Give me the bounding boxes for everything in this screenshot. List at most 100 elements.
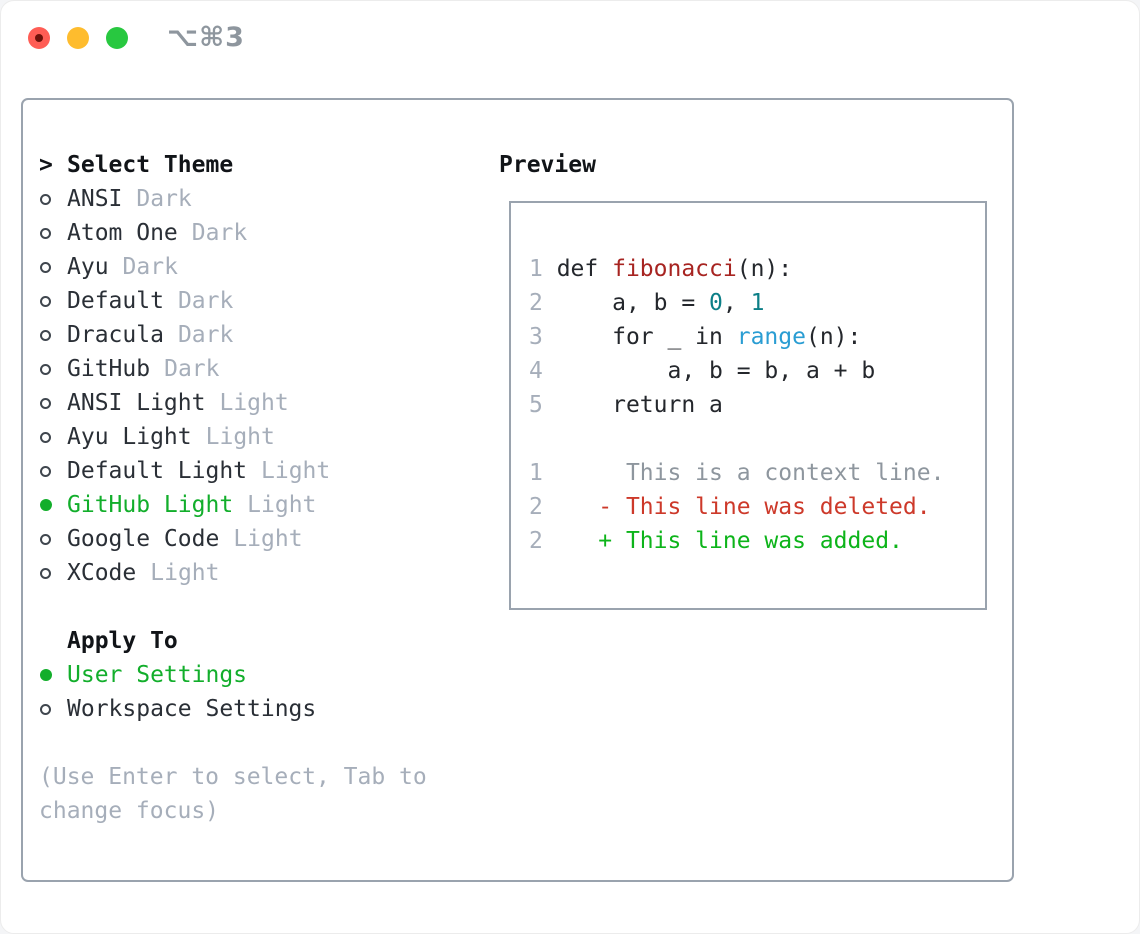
- zoom-button[interactable]: [106, 27, 128, 49]
- radio-unselected-icon: [40, 431, 51, 443]
- diff-line: 2 - This line was deleted.: [529, 490, 985, 524]
- apply-option-label: User Settings: [67, 662, 248, 688]
- radio-unselected-icon: [40, 295, 51, 307]
- theme-name: Default Light: [67, 458, 248, 484]
- theme-variant-tag: Dark: [136, 186, 192, 212]
- window-title: ⌥⌘3: [167, 22, 245, 53]
- theme-variant-tag: Dark: [177, 322, 234, 348]
- theme-variant-tag: Light: [219, 390, 289, 416]
- code-line: 3 for _ in range(n):: [529, 320, 985, 354]
- spacer-row: [39, 726, 427, 760]
- theme-option-dracula[interactable]: Dracula Dark: [39, 318, 427, 352]
- code-segment-code: (n):: [736, 256, 793, 282]
- theme-option-default[interactable]: Default Dark: [39, 284, 427, 318]
- theme-option-default-light[interactable]: Default Light Light: [39, 454, 427, 488]
- radio-unselected-icon: [40, 363, 51, 375]
- code-segment-num: 1: [750, 290, 765, 316]
- theme-option-ayu-light[interactable]: Ayu Light Light: [39, 420, 427, 454]
- theme-option-github-light[interactable]: GitHub Light Light: [39, 488, 427, 522]
- theme-name: Dracula: [67, 322, 164, 348]
- line-number: 2: [529, 290, 557, 316]
- radio-unselected-icon: [40, 567, 51, 579]
- code-segment-code: def: [556, 256, 613, 282]
- code-line: 4 a, b = b, a + b: [529, 354, 985, 388]
- code-segment-code: for _ in: [556, 324, 737, 350]
- code-segment-code: (n):: [805, 324, 862, 350]
- theme-name: Ayu: [67, 254, 109, 280]
- theme-variant-tag: Dark: [191, 220, 248, 246]
- code-segment-code: a, b = b, a + b: [556, 358, 876, 384]
- close-button[interactable]: [28, 27, 50, 49]
- apply-option-user-settings[interactable]: User Settings: [39, 658, 427, 692]
- diff-line: 2 + This line was added.: [529, 524, 985, 558]
- code-line: 1 def fibonacci(n):: [529, 252, 985, 286]
- theme-name: GitHub Light: [67, 492, 234, 518]
- theme-name: ANSI: [67, 186, 123, 212]
- radio-unselected-icon: [40, 533, 51, 545]
- line-number: 1: [529, 256, 557, 282]
- theme-option-ansi[interactable]: ANSI Dark: [39, 182, 427, 216]
- code-segment-code: a, b =: [556, 290, 710, 316]
- spacer-row: [39, 590, 427, 624]
- apply-option-workspace-settings[interactable]: Workspace Settings: [39, 692, 427, 726]
- theme-option-ansi-light[interactable]: ANSI Light Light: [39, 386, 427, 420]
- theme-name: Default: [67, 288, 164, 314]
- theme-name: ANSI Light: [67, 390, 206, 416]
- line-number: 2: [529, 494, 557, 520]
- theme-variant-tag: Light: [233, 526, 303, 552]
- radio-unselected-icon: [40, 703, 51, 715]
- hint-line-1: (Use Enter to select, Tab to: [39, 764, 427, 790]
- theme-variant-tag: Dark: [164, 356, 220, 382]
- line-number: 5: [529, 392, 557, 418]
- theme-name: Atom One: [67, 220, 178, 246]
- line-number: 4: [529, 358, 557, 384]
- theme-option-atom-one[interactable]: Atom One Dark: [39, 216, 427, 250]
- hint-line-2: change focus): [39, 798, 220, 824]
- titlebar: ⌥⌘3: [1, 1, 1139, 76]
- code-segment-code: return a: [556, 392, 723, 418]
- code-segment-code: ,: [722, 290, 751, 316]
- line-number: 1: [529, 460, 557, 486]
- theme-variant-tag: Light: [205, 424, 275, 450]
- theme-variant-tag: Light: [247, 492, 317, 518]
- radio-unselected-icon: [40, 227, 51, 239]
- theme-option-ayu[interactable]: Ayu Dark: [39, 250, 427, 284]
- radio-unselected-icon: [40, 329, 51, 341]
- radio-unselected-icon: [40, 397, 51, 409]
- code-line: 5 return a: [529, 388, 985, 422]
- apply-to-title: Apply To: [67, 628, 178, 654]
- select-theme-header: > Select Theme: [39, 148, 427, 182]
- theme-option-github[interactable]: GitHub Dark: [39, 352, 427, 386]
- theme-name: XCode: [67, 560, 137, 586]
- blank-line: [529, 422, 985, 456]
- code-segment-deleted: - This line was deleted.: [556, 494, 931, 520]
- code-segment-num: 0: [709, 290, 723, 316]
- code-segment-added: + This line was added.: [556, 528, 903, 554]
- theme-name: GitHub: [67, 356, 151, 382]
- minimize-button[interactable]: [67, 27, 89, 49]
- theme-name: Ayu Light: [67, 424, 192, 450]
- prompt-icon: >: [39, 152, 53, 178]
- radio-unselected-icon: [40, 465, 51, 477]
- code-segment-context: This is a context line.: [556, 460, 945, 486]
- close-button-dot-icon: [35, 34, 43, 42]
- radio-unselected-icon: [40, 261, 51, 273]
- line-number: [529, 426, 557, 452]
- preview-title: Preview: [499, 152, 596, 178]
- theme-variant-tag: Light: [261, 458, 331, 484]
- preview-header: Preview: [499, 148, 596, 182]
- radio-unselected-icon: [40, 193, 51, 205]
- code-segment-func: fibonacci: [612, 256, 737, 282]
- radio-selected-icon: [40, 499, 52, 511]
- theme-variant-tag: Dark: [177, 288, 234, 314]
- theme-variant-tag: Dark: [122, 254, 178, 280]
- diff-line: 1 This is a context line.: [529, 456, 985, 490]
